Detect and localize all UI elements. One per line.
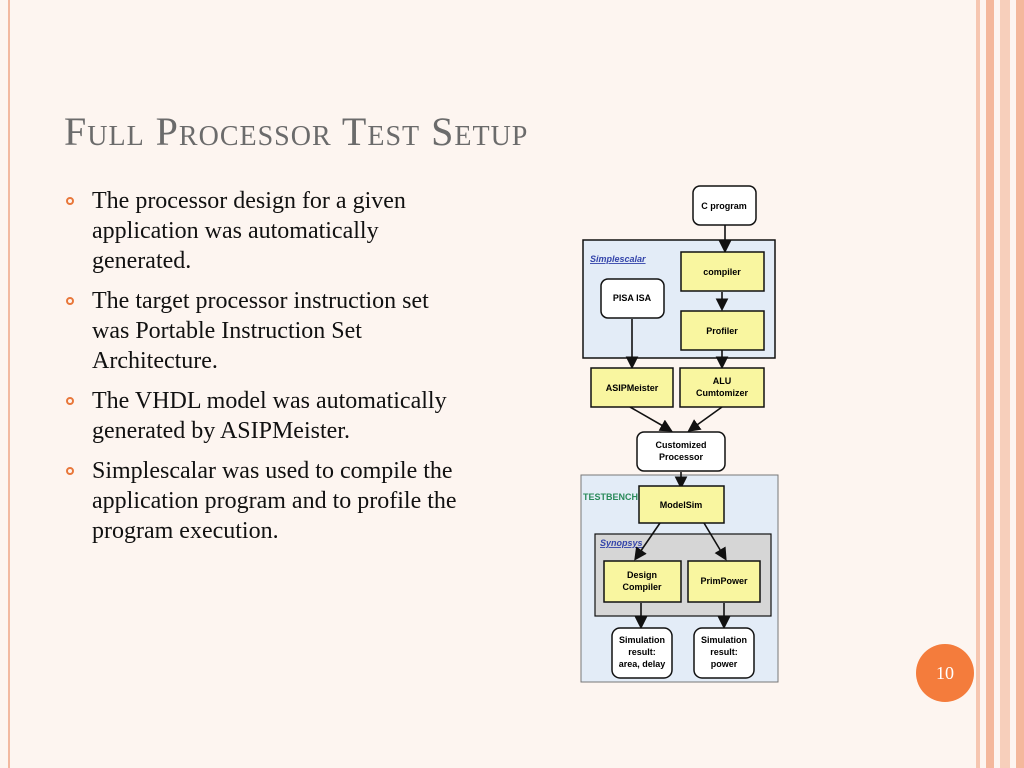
compiler-label: compiler	[703, 267, 741, 277]
c-program-node	[692, 185, 757, 226]
page-number-badge: 10	[916, 644, 974, 702]
alu-customizer-node	[679, 367, 765, 408]
sim-power-label-line2: result:	[710, 647, 738, 657]
primpower-label: PrimPower	[700, 576, 748, 586]
right-decorative-stripes	[968, 0, 1024, 768]
bullet-text: The VHDL model was automatically generat…	[92, 388, 447, 444]
bullet-text: Simplescalar was used to compile the app…	[92, 458, 457, 544]
sim-area-label-line3: area, delay	[619, 659, 666, 669]
asipmeister-label: ASIPMeister	[606, 383, 659, 393]
slide-title: Full Processor Test Setup	[64, 109, 529, 154]
simulation-result-area-delay-node	[611, 627, 673, 679]
synopsys-group-label: Synopsys	[600, 538, 643, 548]
arrow-modelsim-primpower	[703, 522, 727, 561]
bullet-list: The processor design for a given applica…	[64, 186, 464, 556]
primpower-node	[687, 560, 761, 603]
arrow-alu-customized	[687, 406, 723, 432]
arrow-modelsim-designcompiler	[634, 522, 661, 561]
bullet-text: The processor design for a given applica…	[92, 188, 406, 274]
bullet-circle-icon	[66, 397, 74, 405]
bullet-item: The VHDL model was automatically generat…	[64, 386, 464, 446]
bullet-circle-icon	[66, 197, 74, 205]
pisa-isa-label: PISA ISA	[613, 293, 652, 303]
alu-customizer-label-line1: ALU	[713, 376, 732, 386]
c-program-label: C program	[701, 201, 747, 211]
design-compiler-label-line1: Design	[627, 570, 657, 580]
profiler-label: Profiler	[706, 326, 738, 336]
customized-processor-label-line1: Customized	[655, 440, 706, 450]
bullet-item: The target processor instruction set was…	[64, 286, 464, 376]
modelsim-node	[638, 485, 725, 524]
sim-power-label-line1: Simulation	[701, 635, 747, 645]
customized-processor-node	[636, 431, 726, 472]
simulation-result-power-node	[693, 627, 755, 679]
modelsim-label: ModelSim	[660, 500, 703, 510]
arrow-asipmeister-customized	[629, 406, 673, 432]
processor-test-flow-diagram: Simplescalar TESTBENCH Synopsys C progra…	[580, 185, 779, 683]
sim-power-label-line3: power	[711, 659, 738, 669]
sim-area-label-line2: result:	[628, 647, 656, 657]
compiler-node	[680, 251, 765, 292]
bullet-text: The target processor instruction set was…	[92, 288, 429, 374]
sim-area-label-line1: Simulation	[619, 635, 665, 645]
profiler-node	[680, 310, 765, 351]
testbench-group-label: TESTBENCH	[583, 492, 638, 502]
bullet-circle-icon	[66, 297, 74, 305]
left-decorative-rule	[8, 0, 10, 768]
pisa-isa-node	[600, 278, 665, 319]
bullet-item: Simplescalar was used to compile the app…	[64, 456, 464, 546]
design-compiler-node	[603, 560, 682, 603]
customized-processor-label-line2: Processor	[659, 452, 704, 462]
design-compiler-label-line2: Compiler	[622, 582, 662, 592]
asipmeister-node	[590, 367, 674, 408]
bullet-item: The processor design for a given applica…	[64, 186, 464, 276]
alu-customizer-label-line2: Cumtomizer	[696, 388, 749, 398]
bullet-circle-icon	[66, 467, 74, 475]
simplescalar-group-label: Simplescalar	[590, 254, 646, 264]
